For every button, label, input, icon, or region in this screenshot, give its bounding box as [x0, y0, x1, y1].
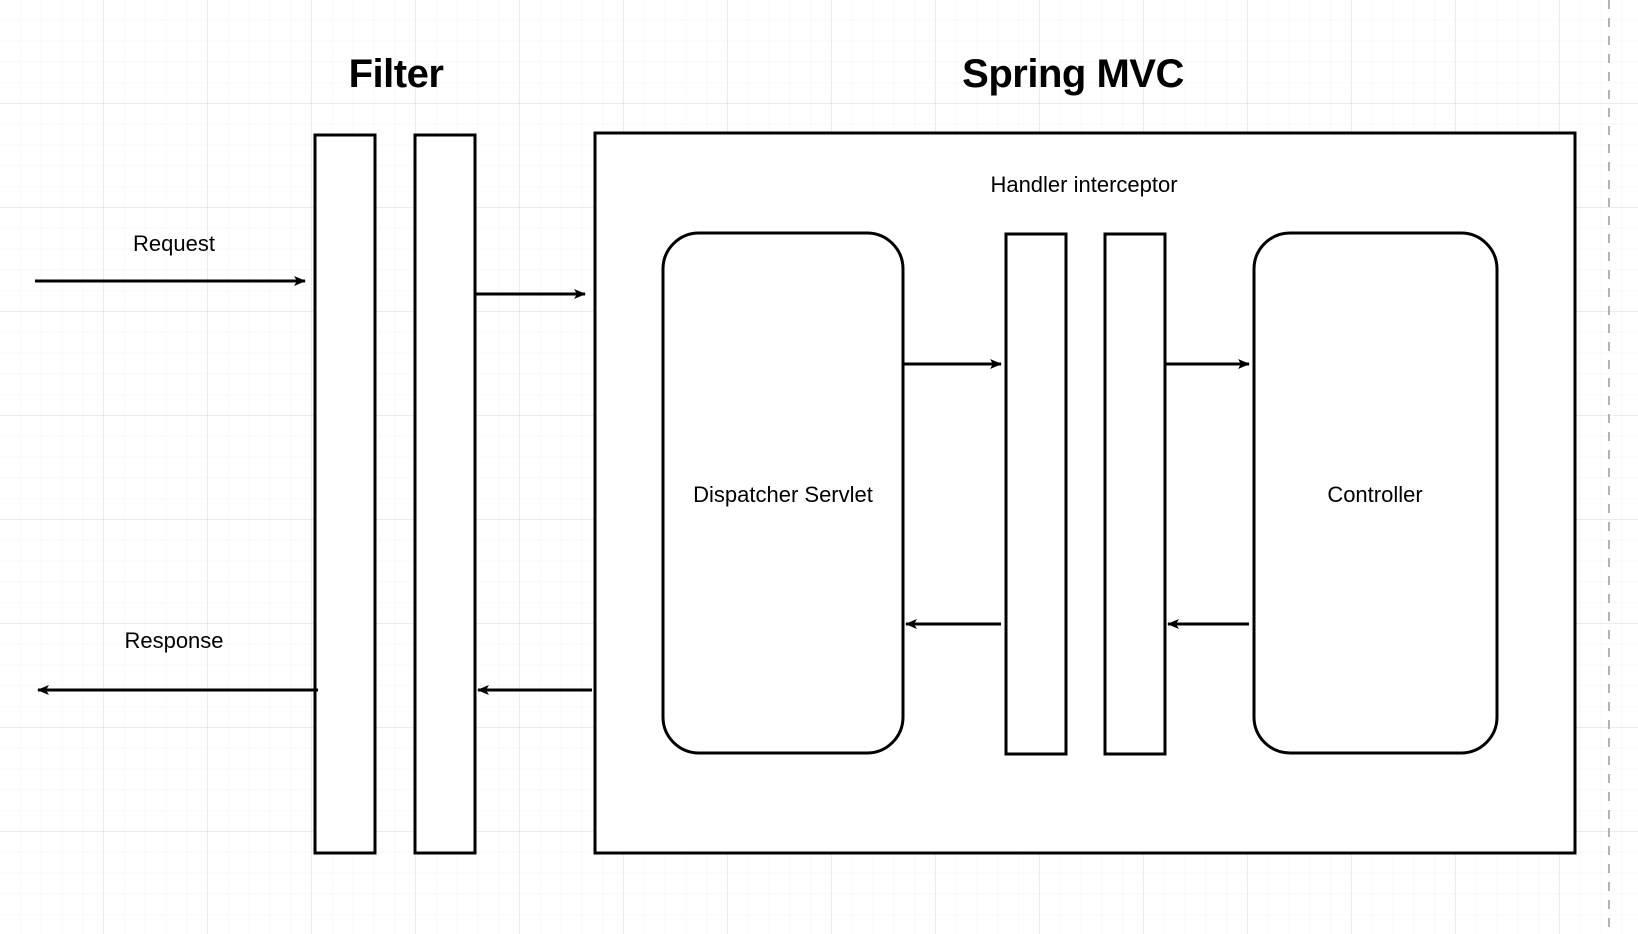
interceptor-bar-2	[1103, 232, 1167, 756]
handler-interceptor-label: Handler interceptor	[990, 172, 1178, 197]
filter-bar-1	[313, 133, 377, 855]
dispatcher-servlet-label: Dispatcher Servlet	[693, 481, 873, 507]
filter-title: Filter	[348, 52, 444, 96]
spring-mvc-title: Spring MVC	[962, 52, 1184, 96]
response-label: Response	[124, 628, 224, 653]
filter-bar-2	[413, 133, 477, 855]
dispatcher-servlet-box	[661, 231, 905, 755]
interceptor-bar-1	[1004, 232, 1068, 756]
controller-label: Controller	[1327, 481, 1423, 507]
controller-box	[1252, 231, 1499, 755]
request-label: Request	[133, 231, 215, 256]
